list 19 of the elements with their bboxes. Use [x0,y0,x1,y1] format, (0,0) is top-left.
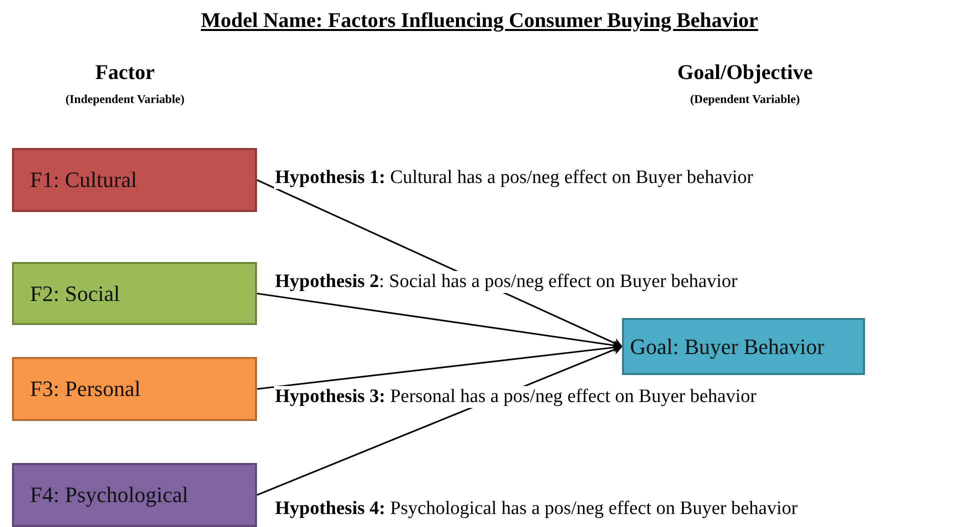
box-label: F3: Personal [30,376,141,402]
hypothesis-text: Hypothesis 1: Cultural has a pos/neg effect on Buyer behavior [274,167,754,189]
column-heading: Goal/Objective [677,60,813,85]
hypothesis-text: Hypothesis 3: Personal has a pos/neg effect on Buyer behavior [274,386,758,408]
column-heading: (Independent Variable) [65,92,185,107]
column-heading: Factor [95,60,155,85]
column-heading: (Dependent Variable) [690,92,800,107]
factor-box [12,148,257,212]
factor-box [12,262,257,325]
hypothesis-text: Hypothesis 2: Social has a pos/neg effect on Buyer behavior [274,271,738,293]
factor-box [12,463,257,527]
box-label: F1: Cultural [30,167,137,193]
diagram-title: Model Name: Factors Influencing Consumer Buying Behavior [200,8,760,33]
box-label: Goal: Buyer Behavior [630,334,824,360]
box-label: F4: Psychological [30,482,188,508]
factor-box [12,357,257,421]
hypothesis-text: Hypothesis 4: Psychological has a pos/neg effect on Buyer behavior [274,498,799,520]
box-label: F2: Social [30,280,120,306]
factor-box [622,318,865,375]
